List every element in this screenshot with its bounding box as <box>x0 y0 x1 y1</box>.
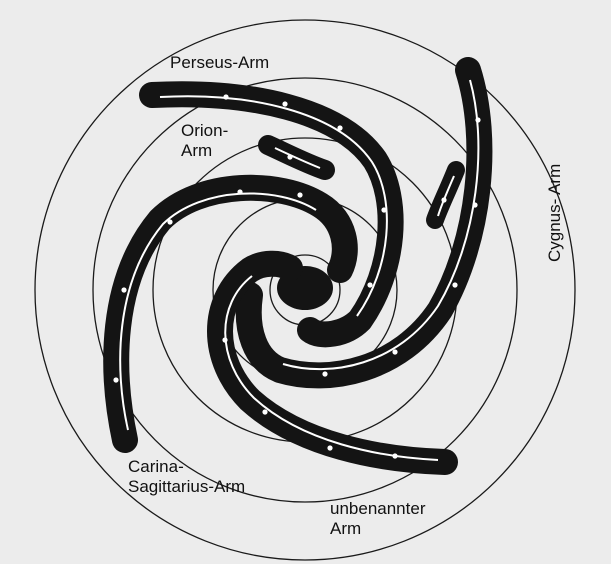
star <box>287 154 292 159</box>
star <box>472 202 477 207</box>
orion-arm-label-line1: Orion- <box>181 121 228 140</box>
star <box>167 219 172 224</box>
star <box>121 287 126 292</box>
star <box>381 207 386 212</box>
star <box>392 453 397 458</box>
star <box>237 189 242 194</box>
star <box>113 377 118 382</box>
spiral-arms <box>116 70 479 462</box>
star <box>441 197 446 202</box>
star <box>282 101 287 106</box>
star <box>337 125 342 130</box>
star <box>322 371 327 376</box>
star <box>475 117 480 122</box>
star <box>392 349 397 354</box>
carina-sagittarius-arm-label-line2: Sagittarius-Arm <box>128 477 245 496</box>
unnamed-arm-label-line2: Arm <box>330 519 361 538</box>
star <box>223 94 228 99</box>
star <box>367 282 372 287</box>
perseus-arm-label: Perseus-Arm <box>170 53 269 72</box>
star <box>222 337 227 342</box>
cygnus-arm-label: Cygnus- Arm <box>545 164 564 262</box>
star <box>262 409 267 414</box>
unnamed-arm-label-line1: unbenannter <box>330 499 426 518</box>
orion-arm-label-line2: Arm <box>181 141 212 160</box>
star <box>297 192 302 197</box>
star <box>327 445 332 450</box>
carina-sagittarius-arm-label-line1: Carina- <box>128 457 184 476</box>
star <box>452 282 457 287</box>
